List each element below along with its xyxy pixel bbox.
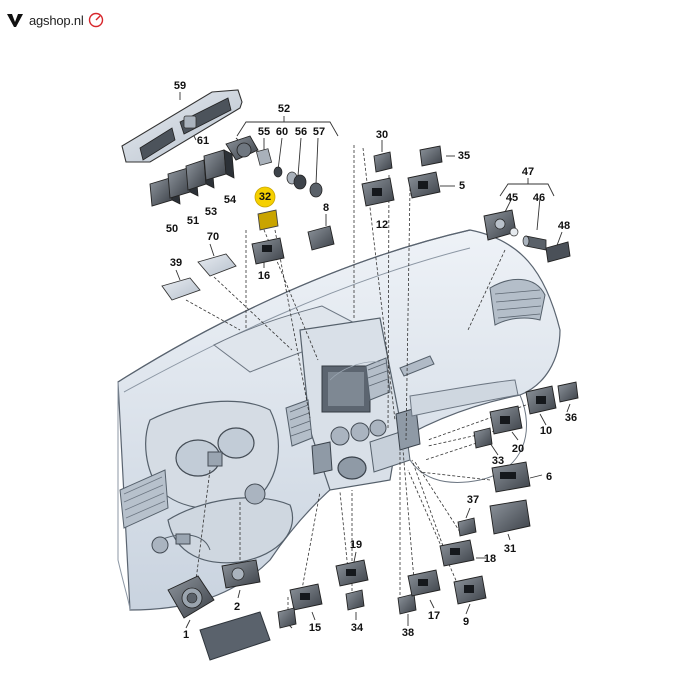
label-2[interactable]: 2: [234, 601, 240, 613]
part-20-switch[interactable]: [489, 405, 523, 435]
label-36[interactable]: 36: [565, 412, 577, 424]
leader-lines: [185, 145, 541, 610]
label-55[interactable]: 55: [258, 126, 270, 138]
label-9[interactable]: 9: [463, 616, 469, 628]
part-46-lighter[interactable]: [522, 235, 547, 251]
label-33[interactable]: 33: [492, 455, 504, 467]
part-number-labels: 59 61 52 55 60 56 57 50 51 53 54 32 8 30…: [166, 80, 577, 641]
dashboard-illustration: [117, 229, 561, 661]
brand-name: agshop.nl: [29, 12, 84, 28]
part-36-switch[interactable]: [557, 381, 579, 403]
label-1[interactable]: 1: [183, 629, 189, 641]
label-31[interactable]: 31: [504, 543, 516, 555]
part-48-cover[interactable]: [545, 241, 571, 263]
part-54-switch[interactable]: [203, 149, 235, 181]
label-38[interactable]: 38: [402, 627, 414, 639]
part-18-switch[interactable]: [439, 539, 475, 567]
part-39-vent-cover[interactable]: [161, 277, 201, 301]
label-12[interactable]: 12: [376, 219, 388, 231]
part-70-vent-cover[interactable]: [197, 253, 237, 277]
label-47[interactable]: 47: [522, 166, 534, 178]
part-61-cap[interactable]: [183, 115, 197, 129]
label-10[interactable]: 10: [540, 425, 552, 437]
part-45-socket[interactable]: [483, 209, 519, 241]
label-60[interactable]: 60: [276, 126, 288, 138]
label-5[interactable]: 5: [459, 180, 465, 192]
part-30-switch[interactable]: [373, 151, 393, 173]
label-35[interactable]: 35: [458, 150, 470, 162]
label-57[interactable]: 57: [313, 126, 325, 138]
label-45[interactable]: 45: [506, 192, 518, 204]
label-15[interactable]: 15: [309, 622, 321, 634]
label-34[interactable]: 34: [351, 622, 364, 634]
part-33-switch[interactable]: [473, 427, 493, 449]
label-46[interactable]: 46: [533, 192, 545, 204]
part-38-switch[interactable]: [397, 593, 417, 615]
part-17-switch[interactable]: [407, 569, 441, 597]
label-56[interactable]: 56: [295, 126, 307, 138]
part-35-cover[interactable]: [419, 145, 443, 167]
part-1-light-switch[interactable]: [167, 575, 215, 619]
label-8[interactable]: 8: [323, 202, 329, 214]
label-39[interactable]: 39: [170, 257, 182, 269]
speedometer-icon: [88, 12, 103, 28]
label-70[interactable]: 70: [207, 231, 219, 243]
part-34-switch[interactable]: [345, 589, 365, 611]
label-6[interactable]: 6: [546, 471, 552, 483]
label-20[interactable]: 20: [512, 443, 524, 455]
label-52[interactable]: 52: [278, 103, 290, 115]
part-16-switch[interactable]: [251, 237, 285, 265]
part-10-switch[interactable]: [525, 385, 557, 415]
part-19-switch[interactable]: [335, 559, 369, 587]
label-32[interactable]: 32: [259, 191, 271, 203]
label-54[interactable]: 54: [224, 194, 237, 206]
part-9-switch[interactable]: [453, 575, 487, 605]
part-5-switch[interactable]: [407, 171, 441, 199]
part-60-trim-ring[interactable]: [255, 148, 273, 166]
part-32-clip-highlighted[interactable]: [257, 209, 279, 231]
part-37-switch[interactable]: [457, 517, 477, 537]
highlight-marker: [254, 186, 276, 208]
label-18[interactable]: 18: [484, 553, 496, 565]
label-51[interactable]: 51: [187, 215, 199, 227]
label-16[interactable]: 16: [258, 270, 270, 282]
part-31-cover[interactable]: [489, 499, 531, 535]
brand-logo[interactable]: agshop.nl: [6, 10, 105, 30]
part-8-switch[interactable]: [307, 225, 335, 251]
part-2-switch[interactable]: [221, 559, 261, 589]
part-56-knob[interactable]: [273, 166, 307, 190]
part-15-switch[interactable]: [289, 583, 323, 611]
label-19[interactable]: 19: [350, 539, 362, 551]
label-48[interactable]: 48: [558, 220, 570, 232]
part-small-switch[interactable]: [277, 607, 297, 629]
v-logo-icon: [7, 14, 23, 27]
label-30[interactable]: 30: [376, 129, 388, 141]
label-17[interactable]: 17: [428, 610, 440, 622]
label-53[interactable]: 53: [205, 206, 217, 218]
part-12-switch[interactable]: [361, 177, 395, 207]
part-6-switch[interactable]: [491, 461, 531, 493]
part-57-knob[interactable]: [309, 182, 323, 198]
part-55-switch[interactable]: [225, 135, 259, 161]
label-37[interactable]: 37: [467, 494, 479, 506]
label-61[interactable]: 61: [197, 135, 209, 147]
label-50[interactable]: 50: [166, 223, 178, 235]
label-59[interactable]: 59: [174, 80, 186, 92]
